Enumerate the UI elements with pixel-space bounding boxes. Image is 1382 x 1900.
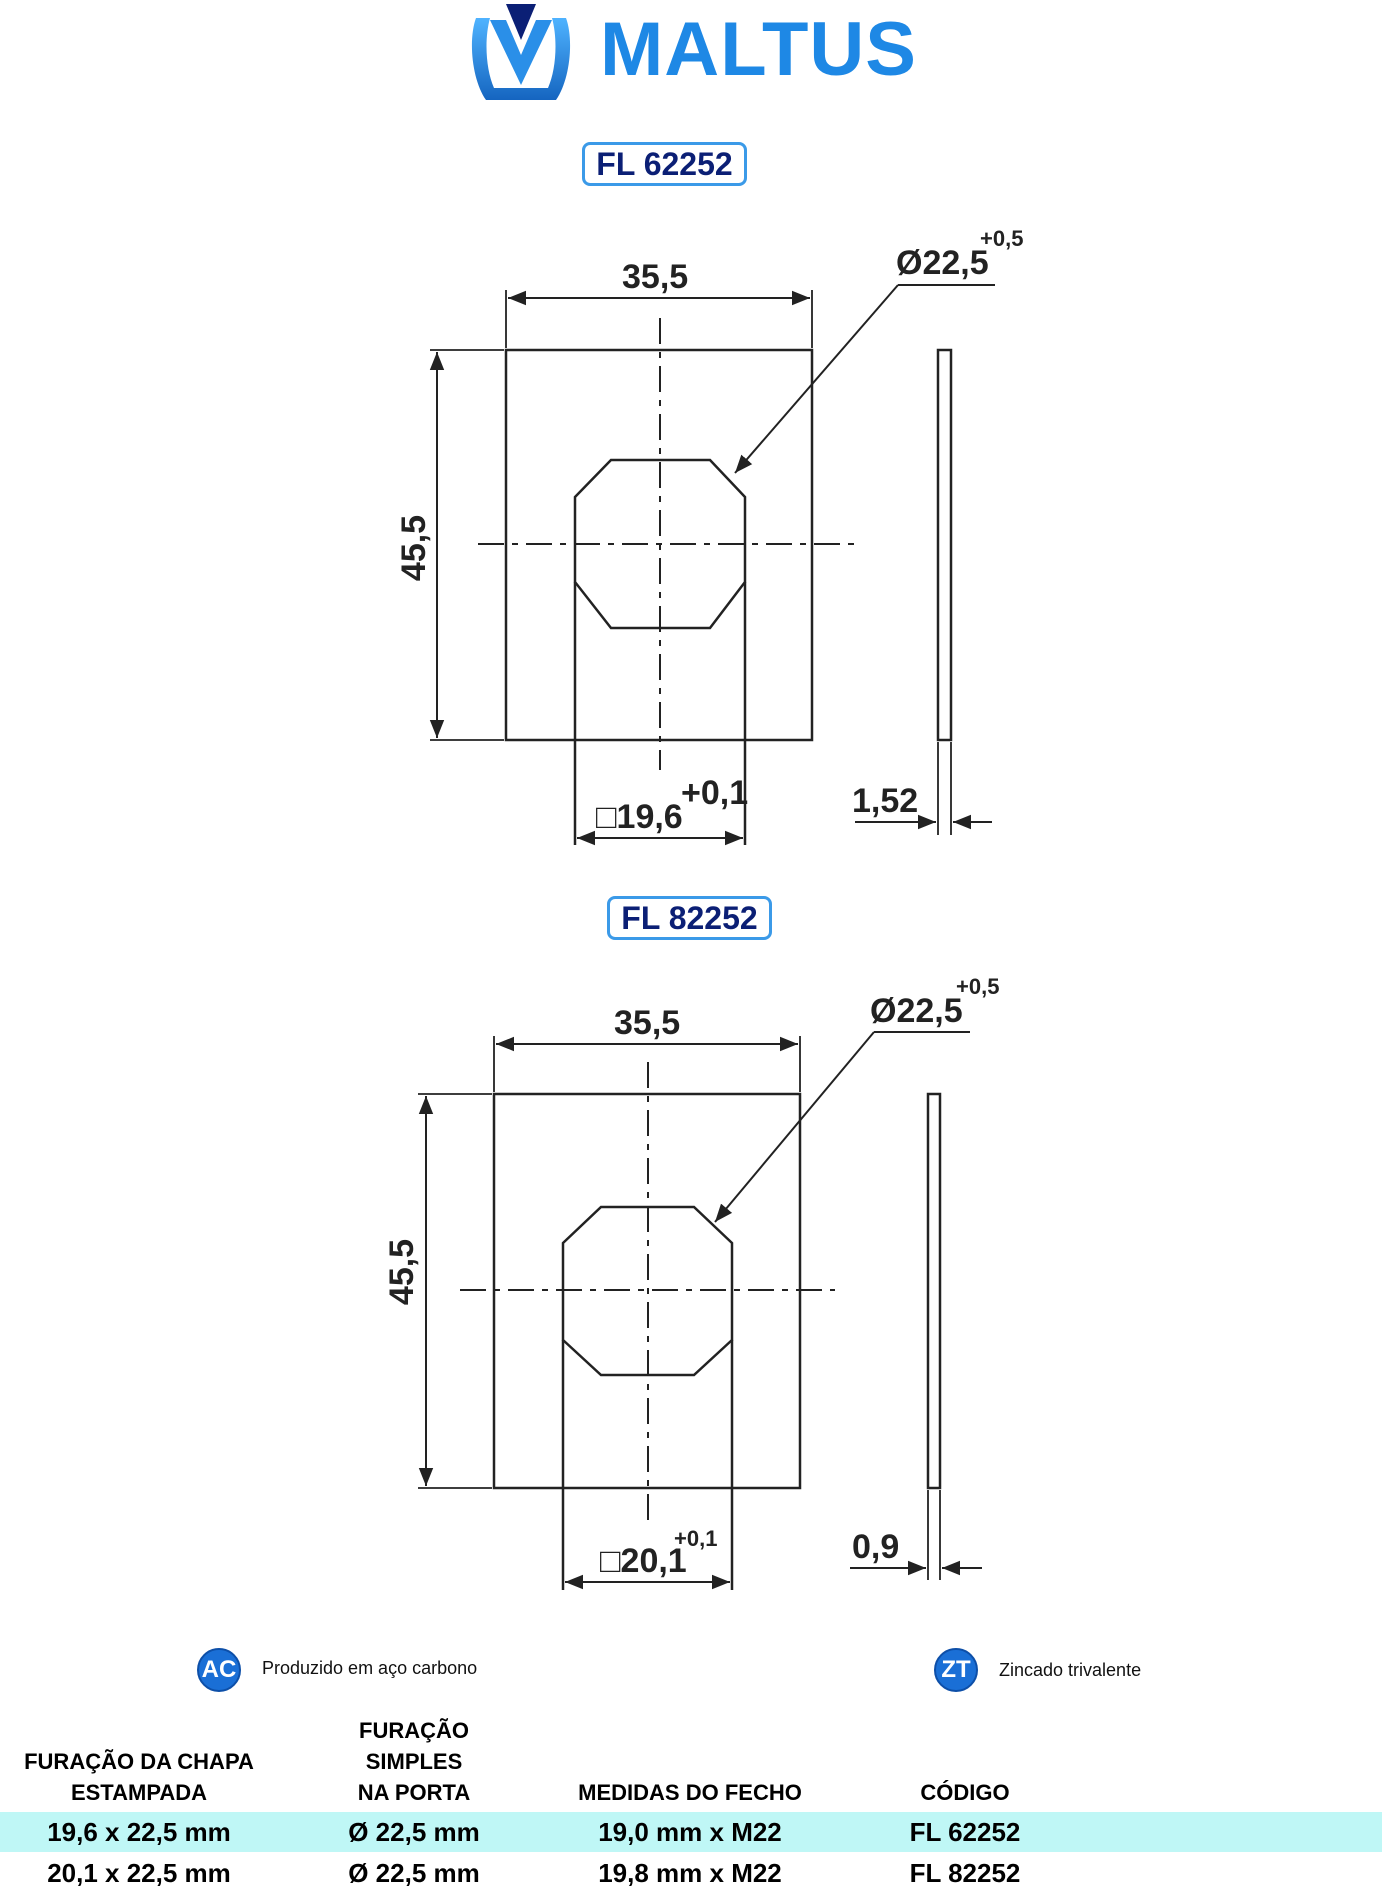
side-profile	[936, 348, 953, 742]
dim-height-2: 45,5	[383, 1239, 421, 1305]
model-title-1: FL 62252	[582, 142, 747, 186]
header-code: CÓDIGO	[920, 1780, 1010, 1805]
table-row: 20,1 x 22,5 mm Ø 22,5 mm 19,8 mm x M22 F…	[0, 1853, 1382, 1893]
zinc-plated-label: Zincado trivalente	[999, 1660, 1142, 1680]
brand-name: MALTUS	[600, 7, 917, 92]
dim-hole-1: Ø22,5	[896, 244, 989, 282]
dim-thickness-2: 0,9	[852, 1528, 899, 1566]
drawing-fl62252	[429, 284, 995, 846]
header-door-hole: FURAÇÃO SIMPLES NA PORTA	[357, 1718, 471, 1805]
cell-stamped-hole: 20,1 x 22,5 mm	[47, 1858, 231, 1888]
hole-outline	[561, 1205, 734, 1377]
drawing-fl82252	[418, 1031, 982, 1590]
header-lock-size: MEDIDAS DO FECHO	[578, 1780, 802, 1805]
cell-code: FL 82252	[909, 1858, 1021, 1888]
cell-lock-size: 19,0 mm x M22	[598, 1817, 782, 1847]
carbon-steel-badge: AC	[197, 1648, 241, 1692]
table-row: 19,6 x 22,5 mm Ø 22,5 mm 19,0 mm x M22 F…	[0, 1812, 1382, 1852]
dim-square-2: □20,1	[600, 1542, 687, 1580]
model-title-2: FL 82252	[607, 896, 772, 940]
cell-lock-size: 19,8 mm x M22	[598, 1858, 782, 1888]
dim-square-tol-1: +0,1	[681, 774, 748, 812]
dim-width-2: 35,5	[614, 1004, 680, 1042]
cell-door-hole: Ø 22,5 mm	[348, 1858, 480, 1888]
zinc-plated-badge: ZT	[934, 1648, 978, 1692]
maltus-m-shield-icon	[471, 4, 571, 100]
dim-hole-2: Ø22,5	[870, 992, 963, 1030]
carbon-steel-label: Produzido em aço carbono	[262, 1658, 478, 1678]
cell-stamped-hole: 19,6 x 22,5 mm	[47, 1817, 231, 1847]
cell-code: FL 62252	[909, 1817, 1021, 1847]
dim-height-1: 45,5	[395, 515, 433, 581]
dim-width-1: 35,5	[622, 258, 688, 296]
brand-logo: MALTUS	[466, 0, 936, 115]
dim-square-tol-2: +0,1	[674, 1526, 717, 1551]
header-stamped-hole: FURAÇÃO DA CHAPA ESTAMPADA	[24, 1749, 254, 1805]
hole-outline	[573, 458, 747, 630]
dim-square-1: □19,6	[596, 798, 683, 836]
dim-hole-tol-1: +0,5	[980, 226, 1023, 251]
side-profile	[926, 1092, 942, 1490]
dim-hole-tol-2: +0,5	[956, 974, 999, 999]
cell-door-hole: Ø 22,5 mm	[348, 1817, 480, 1847]
dim-thickness-1: 1,52	[852, 782, 918, 820]
